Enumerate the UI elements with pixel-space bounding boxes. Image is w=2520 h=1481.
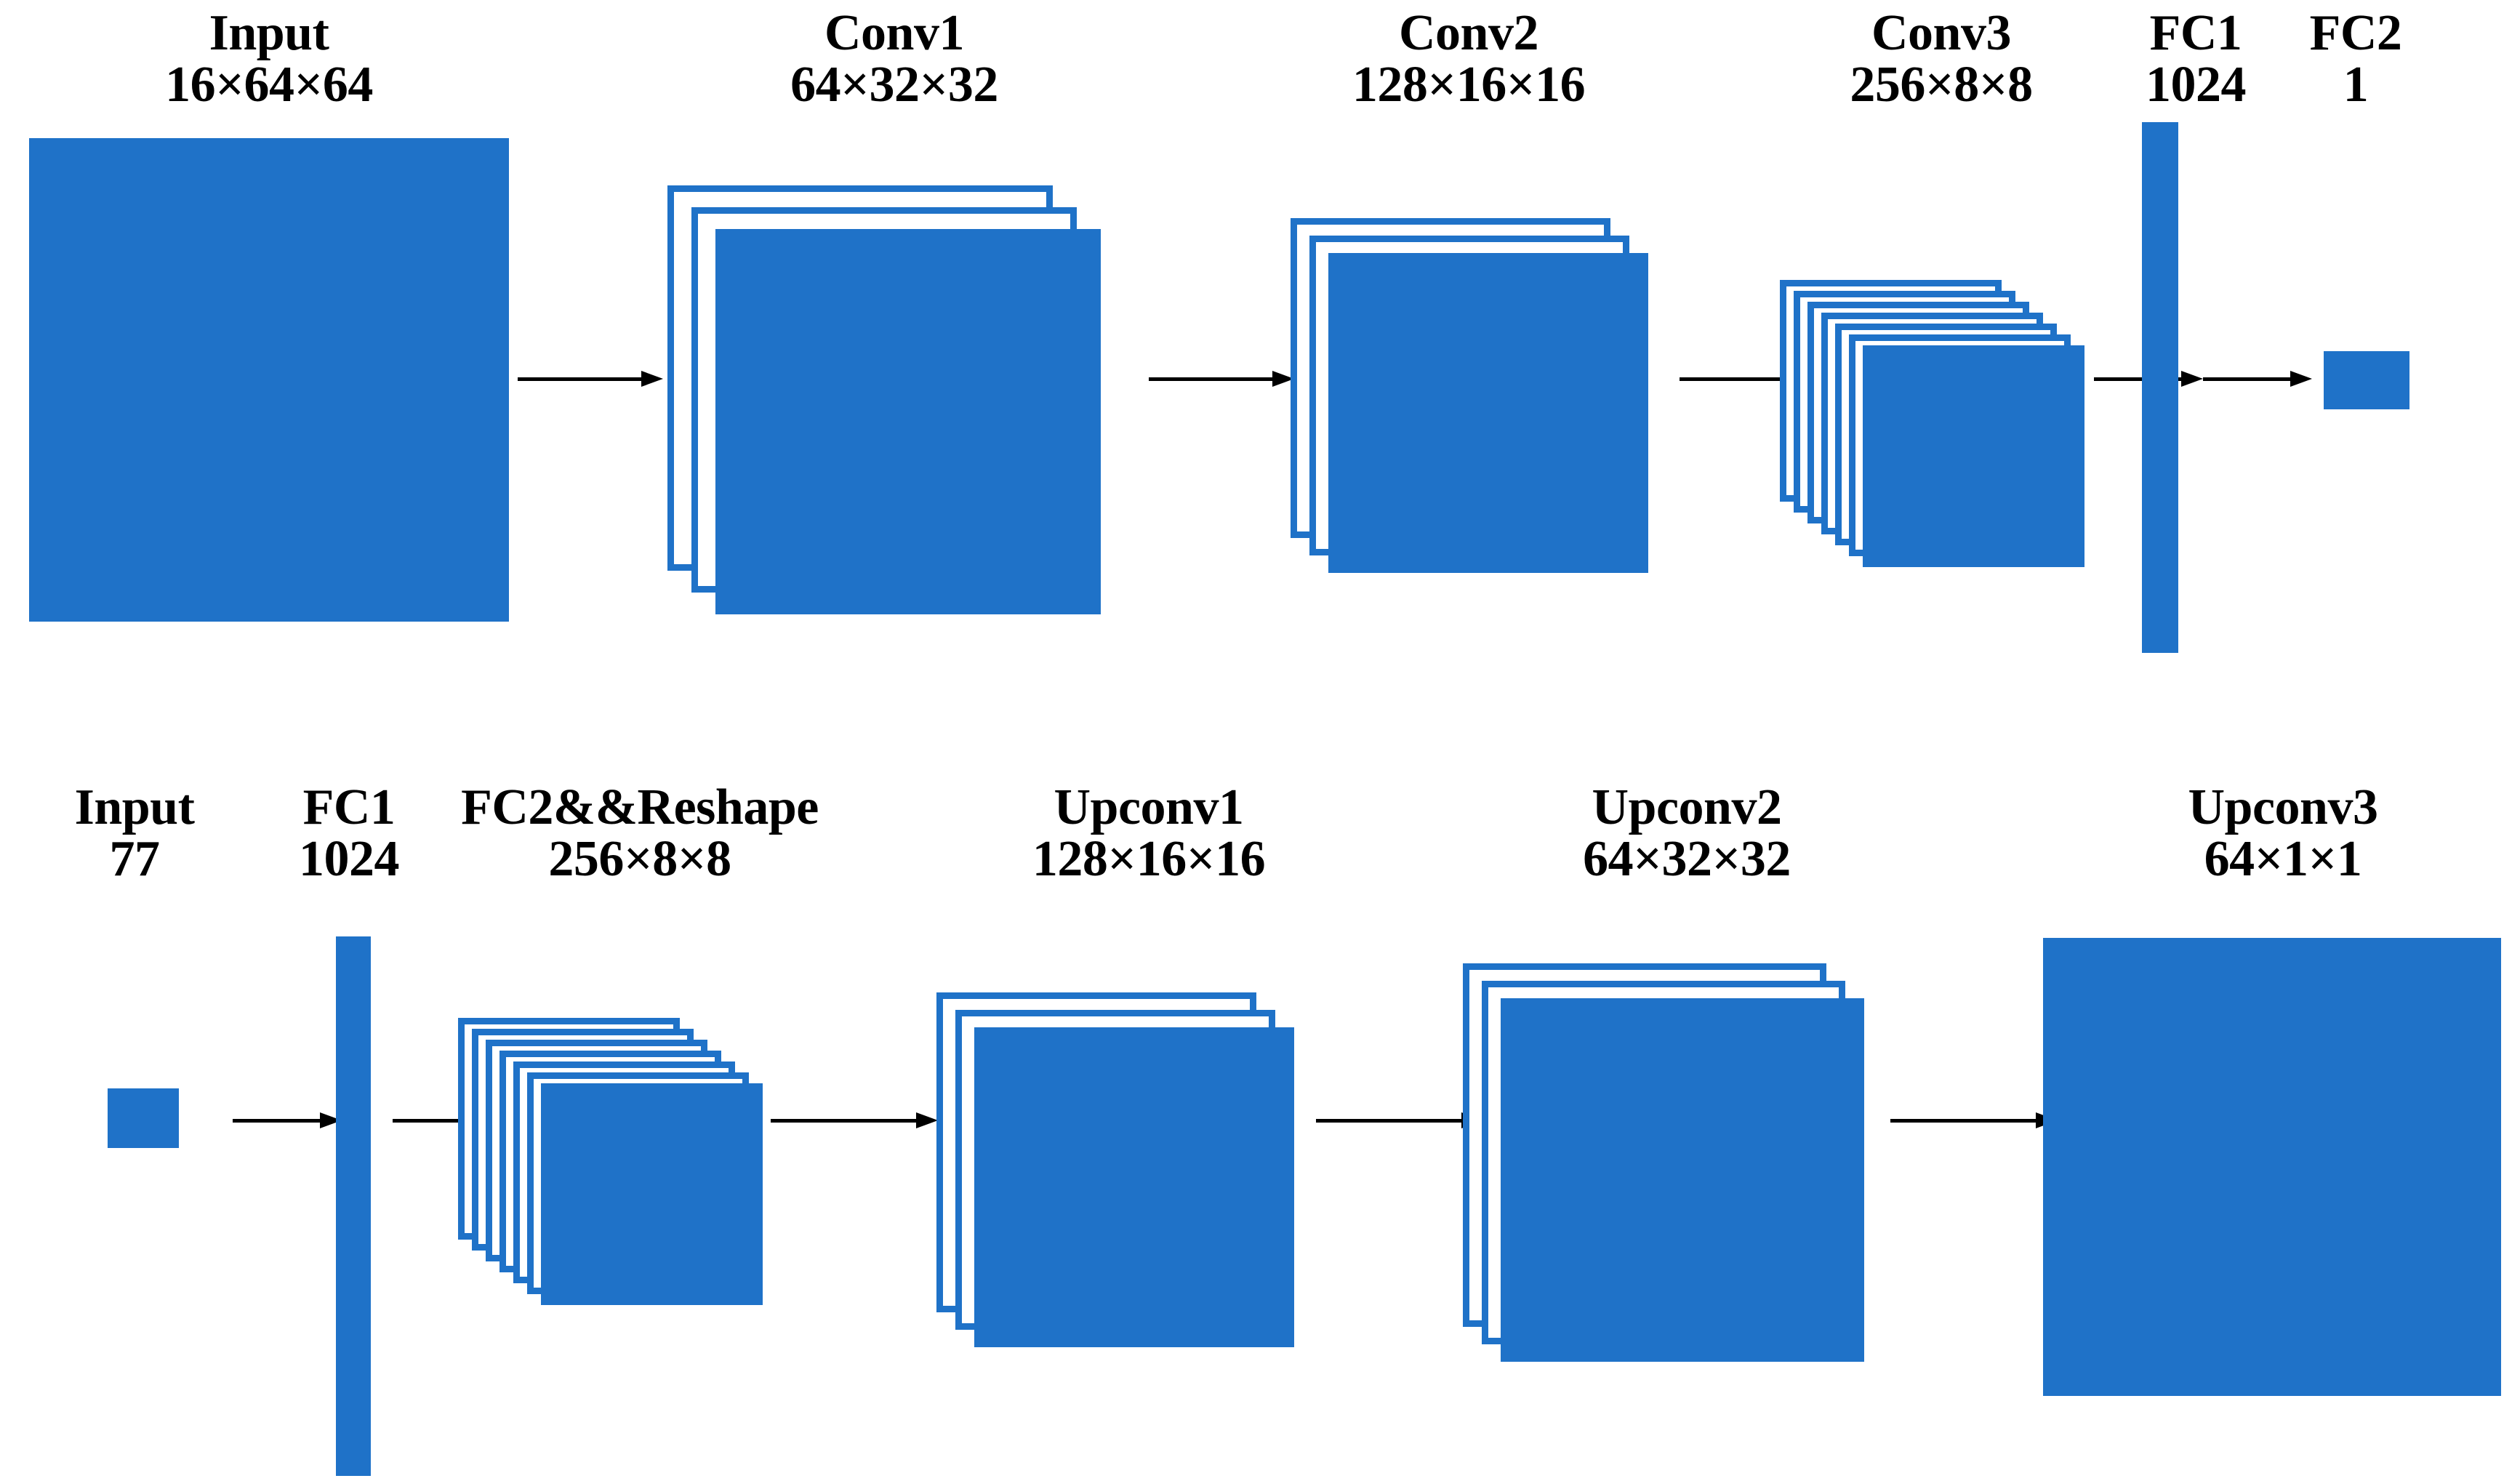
right-arrow-icon	[233, 1112, 342, 1128]
encoder-stage-label-conv3: Conv3 256×8×8	[1774, 7, 2108, 111]
decoder-stage-label-upconv2: Upconv2 64×32×32	[1483, 782, 1890, 886]
decoder-stage-shape-upconv1: 128×16×16	[1032, 831, 1266, 888]
decoder-stage-shape-upconv2: 64×32×32	[1583, 831, 1791, 888]
decoder-block-upconv3	[2043, 938, 2508, 1403]
encoder-stage-name-fc1: FC1	[2149, 5, 2242, 61]
encoder-stage-name-conv2: Conv2	[1399, 5, 1538, 61]
fully-connected-bar	[2142, 122, 2178, 653]
feature-map-sheet	[29, 138, 509, 622]
decoder-stage-shape-input: 77	[109, 831, 161, 888]
decoder-stage-label-fc2reshape: FC2&&Reshape 256×8×8	[422, 782, 858, 886]
decoder-stage-name-upconv2: Upconv2	[1592, 779, 1782, 835]
decoder-stage-name-fc1: FC1	[302, 779, 396, 835]
encoder-block-fc1	[2142, 122, 2186, 653]
decoder-stage-shape-upconv3: 64×1×1	[2204, 831, 2362, 888]
encoder-stage-shape-fc2: 1	[2343, 57, 2369, 113]
decoder-stage-shape-fc1: 1024	[299, 831, 400, 888]
feature-map-sheet	[1501, 998, 1864, 1362]
feature-map-sheet	[1328, 253, 1648, 573]
encoder-stage-shape-conv1: 64×32×32	[790, 57, 998, 113]
right-arrow-icon	[1149, 371, 1294, 387]
decoder-stage-label-upconv1: Upconv1 128×16×16	[945, 782, 1352, 886]
decoder-block-upconv1	[936, 992, 1315, 1370]
fully-connected-bar	[336, 936, 371, 1476]
decoder-stage-shape-fc2reshape: 256×8×8	[548, 831, 731, 888]
encoder-block-fc2	[2324, 351, 2418, 413]
right-arrow-icon	[2203, 371, 2312, 387]
feature-map-sheet	[2043, 938, 2501, 1396]
right-arrow-icon	[518, 371, 663, 387]
encoder-stage-name-fc2: FC2	[2309, 5, 2402, 61]
right-arrow-icon	[1890, 1112, 2058, 1128]
decoder-stage-label-fc1: FC1 1024	[262, 782, 436, 886]
encoder-stage-name-input: Input	[209, 5, 329, 61]
encoder-stage-label-conv1: Conv1 64×32×32	[691, 7, 1098, 111]
encoder-stage-label-conv2: Conv2 128×16×16	[1265, 7, 1672, 111]
encoder-stage-name-conv3: Conv3	[1871, 5, 2011, 61]
decoder-stage-name-upconv3: Upconv3	[2188, 779, 2378, 835]
decoder-stage-label-input: Input 77	[44, 782, 225, 886]
feature-map-sheet	[541, 1083, 763, 1305]
encoder-stage-label-fc1: FC1 1024	[2108, 7, 2283, 111]
decoder-stage-name-input: Input	[74, 779, 195, 835]
decoder-block-input	[108, 1088, 188, 1154]
encoder-block-conv1	[667, 185, 1133, 622]
decoder-stage-label-upconv3: Upconv3 64×1×1	[2116, 782, 2450, 886]
encoder-stage-label-fc2: FC2 1	[2268, 7, 2443, 111]
right-arrow-icon	[1316, 1112, 1483, 1128]
feature-map-sheet	[1863, 345, 2084, 567]
scalar-output-block	[2324, 351, 2409, 409]
encoder-stage-label-input: Input 16×64×64	[29, 7, 509, 111]
feature-map-sheet	[715, 229, 1101, 614]
encoder-stage-shape-conv2: 128×16×16	[1352, 57, 1586, 113]
decoder-block-fc2reshape	[458, 1018, 763, 1323]
decoder-stage-name-upconv1: Upconv1	[1054, 779, 1244, 835]
encoder-stage-name-conv1: Conv1	[824, 5, 964, 61]
encoder-stage-shape-fc1: 1024	[2146, 57, 2247, 113]
encoder-block-conv2	[1291, 218, 1669, 596]
right-arrow-icon	[771, 1112, 938, 1128]
feature-map-sheet	[974, 1027, 1294, 1347]
decoder-block-upconv2	[1463, 963, 1885, 1385]
encoder-stage-shape-conv3: 256×8×8	[1850, 57, 2033, 113]
right-arrow-icon	[2094, 371, 2203, 387]
decoder-stage-name-fc2reshape: FC2&&Reshape	[461, 779, 819, 835]
scalar-input-block	[108, 1088, 179, 1148]
decoder-block-fc1	[336, 936, 380, 1476]
encoder-block-input	[29, 138, 509, 622]
encoder-stage-shape-input: 16×64×64	[165, 57, 373, 113]
encoder-block-conv3	[1780, 280, 2085, 571]
